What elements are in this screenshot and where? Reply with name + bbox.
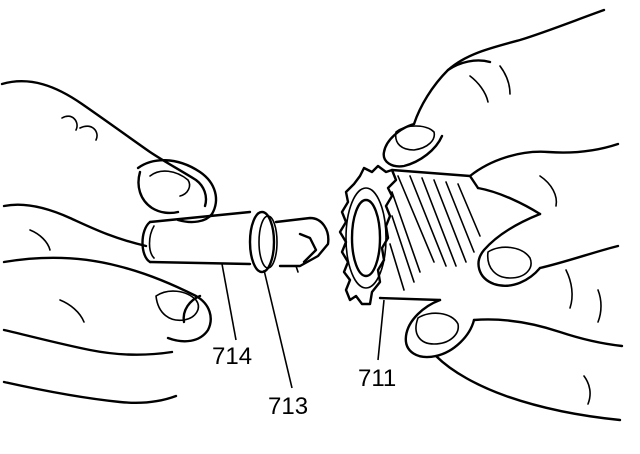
leader-714	[221, 263, 237, 341]
gear-711	[338, 164, 481, 306]
leader-711	[377, 299, 385, 361]
shaft-714	[141, 210, 252, 266]
ring-713	[248, 210, 278, 274]
callout-713: 713	[268, 393, 308, 420]
leader-713	[263, 269, 293, 389]
callout-711: 711	[358, 365, 396, 392]
right-hand	[382, 8, 624, 422]
callout-714: 714	[212, 343, 252, 370]
shaft-end	[274, 216, 330, 273]
left-hand	[0, 80, 218, 404]
